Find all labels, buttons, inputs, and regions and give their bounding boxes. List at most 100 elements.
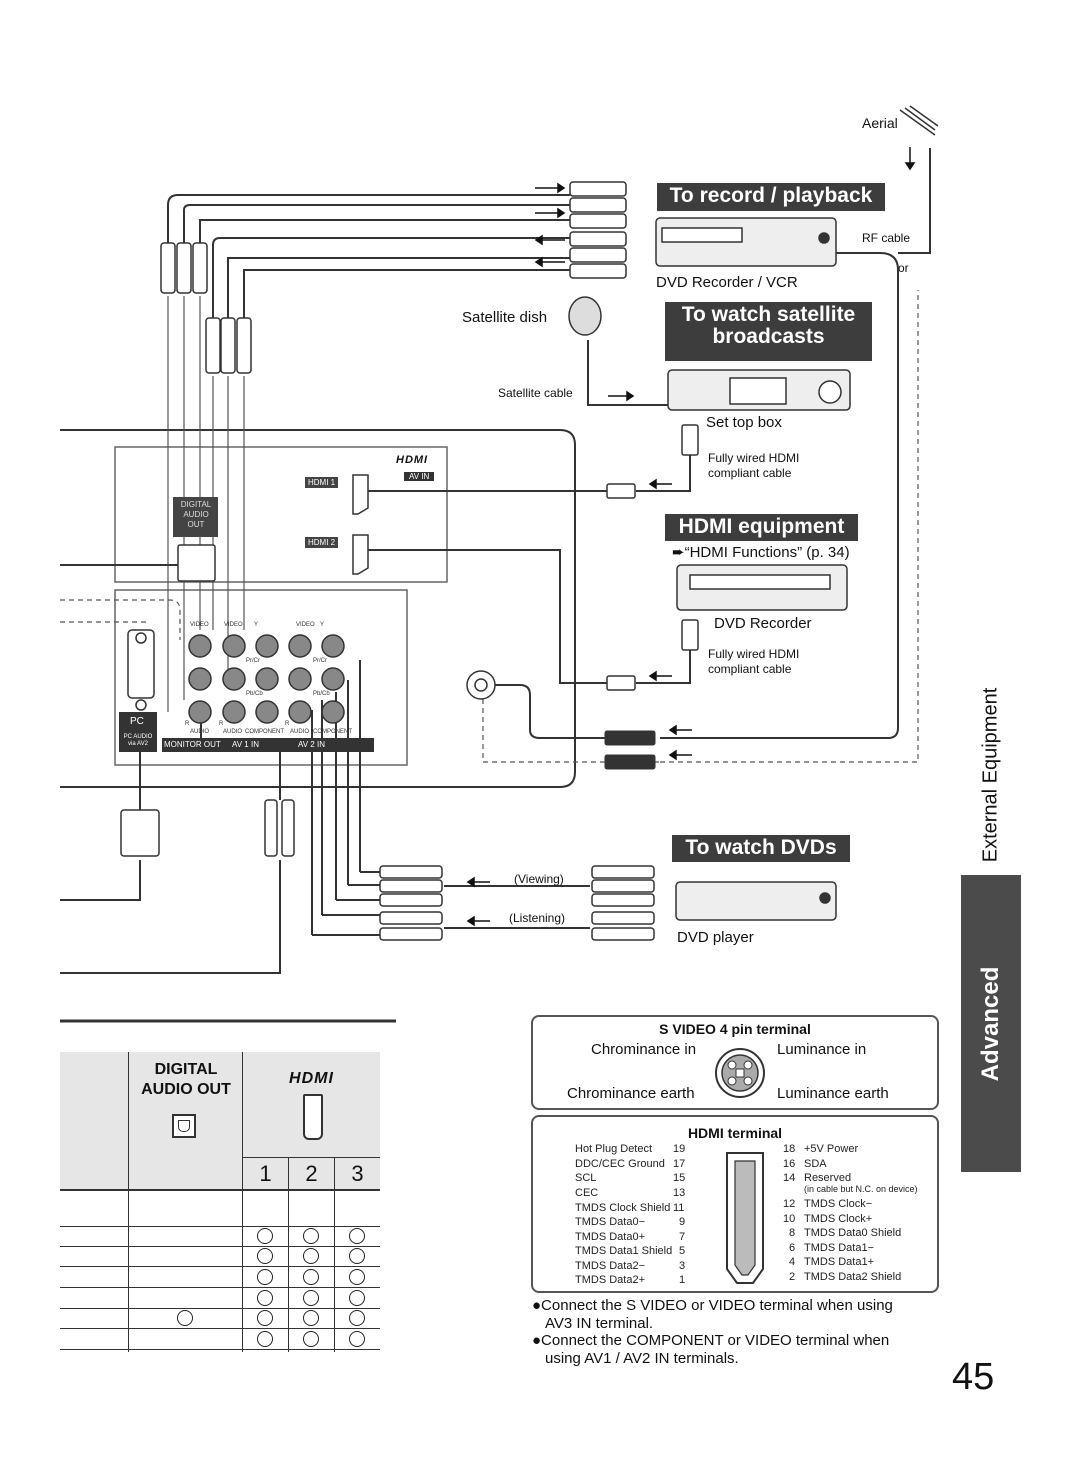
pb-tag-1: Pb/Cb bbox=[246, 691, 263, 697]
external-equipment-tab: External Equipment bbox=[961, 680, 1021, 870]
table-col-divider bbox=[242, 1052, 243, 1352]
dvd-player-label: DVD player bbox=[677, 929, 754, 946]
page-number: 45 bbox=[952, 1356, 995, 1398]
av2-in-tag: AV 2 IN bbox=[298, 740, 325, 749]
satellite-banner: To watch satellite broadcasts bbox=[665, 302, 872, 361]
hdmi-functions-text: “HDMI Functions” (p. 34) bbox=[684, 544, 850, 561]
set-top-box-label: Set top box bbox=[706, 414, 782, 431]
audio-tag-1: AUDIO bbox=[190, 729, 210, 735]
advanced-tab: Advanced bbox=[961, 875, 1021, 1172]
pin-left-name: TMDS Data2− bbox=[575, 1260, 645, 1272]
supported-mark bbox=[257, 1248, 273, 1264]
pin-left-num: 15 bbox=[673, 1172, 686, 1184]
pin-right-name: +5V Power bbox=[804, 1143, 859, 1155]
hdmi-functions-ref[interactable]: ➨“HDMI Functions” (p. 34) bbox=[672, 543, 850, 561]
svideo-title: S VIDEO 4 pin terminal bbox=[659, 1021, 811, 1037]
video-tag-1: VIDEO bbox=[190, 622, 209, 628]
pin-left-name: TMDS Clock Shield bbox=[575, 1202, 671, 1214]
hdmi2-tag: HDMI 2 bbox=[305, 537, 339, 548]
lum-earth-label: Luminance earth bbox=[777, 1085, 889, 1102]
col-2-header: 2 bbox=[305, 1161, 318, 1186]
hdmi-logo-text: HDMI bbox=[396, 454, 429, 466]
pin-right-num: 4 bbox=[789, 1256, 796, 1268]
audio-tag-3: AUDIO bbox=[290, 729, 310, 735]
pin-left-name: TMDS Data0− bbox=[575, 1216, 645, 1228]
or-label: or bbox=[898, 261, 909, 275]
pin-right-name: Reserved bbox=[804, 1172, 852, 1184]
compat-table: DIGITAL AUDIO OUT HDMI 1 2 3 bbox=[60, 1052, 380, 1352]
pin-right-name: TMDS Data1− bbox=[804, 1242, 874, 1254]
pin-right-num: 16 bbox=[783, 1158, 796, 1170]
svideo-box: S VIDEO 4 pin terminal Chrominance in Lu… bbox=[531, 1015, 939, 1110]
table-row bbox=[60, 1226, 380, 1227]
table-header-bottom bbox=[60, 1189, 380, 1191]
table-row bbox=[60, 1266, 380, 1267]
pc-audio-tag: PC AUDIO via AV2 bbox=[120, 734, 156, 748]
pin-right-num: 18 bbox=[783, 1143, 796, 1155]
pin-left-num: 5 bbox=[679, 1245, 686, 1257]
pin-right-name: TMDS Data0 Shield bbox=[804, 1227, 902, 1239]
hdmi-logo-panel: HDMI bbox=[396, 454, 428, 466]
note-2: ●Connect the COMPONENT or VIDEO terminal… bbox=[532, 1332, 889, 1368]
pin-left-name: TMDS Data1 Shield bbox=[575, 1245, 673, 1257]
hdmi-connector-icon bbox=[726, 1152, 764, 1284]
table-row bbox=[60, 1349, 380, 1350]
table-col-divider bbox=[334, 1157, 335, 1352]
pin-left-name: TMDS Data2+ bbox=[575, 1274, 645, 1286]
pin-right-name: (in cable but N.C. on device) bbox=[804, 1184, 918, 1194]
dao-line3: OUT bbox=[187, 520, 205, 529]
hdmi-cable-label-2b: compliant cable bbox=[708, 662, 792, 676]
pin-left-num: 17 bbox=[673, 1158, 686, 1170]
supported-mark bbox=[349, 1310, 365, 1326]
pin-left-num: 13 bbox=[673, 1187, 686, 1199]
supported-mark bbox=[349, 1290, 365, 1306]
pin-left-num: 1 bbox=[679, 1274, 686, 1286]
chroma-earth-label: Chrominance earth bbox=[567, 1085, 695, 1102]
pin-right-num: 8 bbox=[789, 1227, 796, 1239]
supported-mark bbox=[303, 1310, 319, 1326]
supported-mark bbox=[257, 1269, 273, 1285]
supported-mark bbox=[349, 1228, 365, 1244]
table-col-divider bbox=[128, 1052, 129, 1352]
video-tag-2: VIDEO bbox=[224, 622, 243, 628]
record-playback-banner: To record / playback bbox=[657, 183, 885, 211]
note-2-line1: ●Connect the COMPONENT or VIDEO terminal… bbox=[532, 1332, 890, 1349]
lum-in-label: Luminance in bbox=[777, 1041, 867, 1058]
dao-header-line2: AUDIO OUT bbox=[141, 1081, 231, 1098]
dvd-recorder-label: DVD Recorder bbox=[714, 615, 812, 632]
pin-right-name: TMDS Data1+ bbox=[804, 1256, 874, 1268]
video-tag-3: VIDEO bbox=[296, 622, 315, 628]
r-tag-2: R bbox=[219, 721, 224, 727]
supported-mark bbox=[303, 1269, 319, 1285]
hdmi1-tag: HDMI 1 bbox=[305, 477, 339, 488]
y-tag-2: Y bbox=[320, 622, 325, 628]
pin-right-name: SDA bbox=[804, 1158, 827, 1170]
supported-mark bbox=[257, 1290, 273, 1306]
table-row bbox=[60, 1308, 380, 1309]
pin-left-num: 11 bbox=[673, 1202, 685, 1214]
pc-audio-line2: via AV2 bbox=[128, 741, 148, 747]
pin-left-num: 9 bbox=[679, 1216, 686, 1228]
chroma-in-label: Chrominance in bbox=[591, 1041, 697, 1058]
note-1-line1: ●Connect the S VIDEO or VIDEO terminal w… bbox=[532, 1297, 893, 1314]
table-row bbox=[60, 1287, 380, 1288]
audio-tag-2: AUDIO bbox=[223, 729, 243, 735]
hdmi-logo-header: HDMI bbox=[243, 1070, 380, 1088]
pin-right-name: TMDS Clock− bbox=[804, 1198, 873, 1210]
monitor-out-tag: MONITOR OUT bbox=[164, 740, 221, 749]
dao-line2: AUDIO bbox=[183, 510, 209, 519]
satellite-dish-label: Satellite dish bbox=[462, 309, 548, 326]
table-col-divider bbox=[288, 1157, 289, 1352]
supported-mark bbox=[257, 1228, 273, 1244]
arrow-right-icon: ➨ bbox=[672, 544, 685, 561]
component-tag-2: COMPONENT bbox=[313, 729, 352, 735]
pin-left-num: 3 bbox=[679, 1260, 686, 1272]
aerial-label: Aerial bbox=[862, 115, 898, 131]
pc-tag: PC bbox=[130, 716, 144, 727]
optical-port-icon bbox=[172, 1114, 196, 1138]
pin-right-num: 6 bbox=[789, 1242, 796, 1254]
r-tag-3: R bbox=[285, 721, 290, 727]
pr-tag-1: Pr/Cr bbox=[246, 658, 260, 664]
av1-in-tag: AV 1 IN bbox=[232, 740, 259, 749]
rf-cable-label: RF cable bbox=[862, 231, 911, 245]
